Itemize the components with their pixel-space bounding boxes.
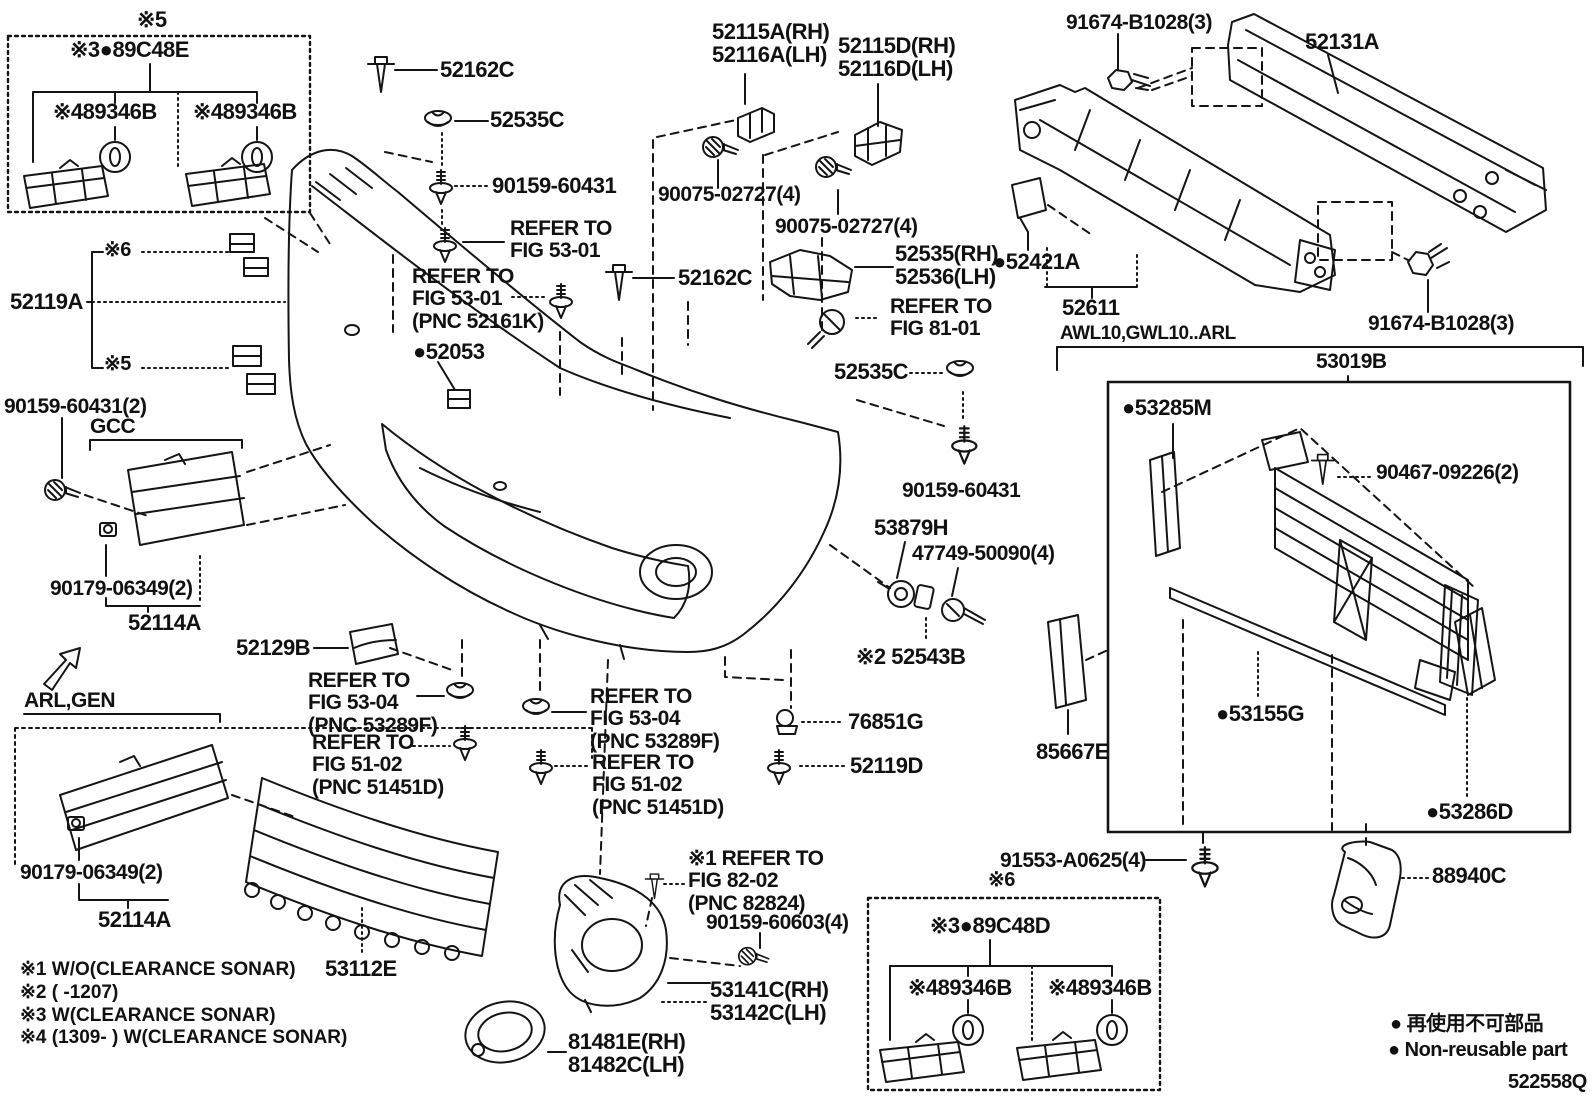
refer-fig-53-01-pnc: REFER TO FIG 53-01 (PNC 52161K) [412, 265, 544, 333]
lower-clip-chain [724, 649, 845, 785]
part-label-90159-60603: 90159-60603(4) [706, 911, 849, 934]
part-label-53286d: ●53286D [1426, 799, 1513, 824]
part-label-89346b-tr: ※489346B [193, 99, 297, 124]
part-label-52162c-top: 52162C [440, 57, 515, 82]
part-label-52421a: ●52421A [993, 249, 1080, 274]
part-label-52535c-top: 52535C [490, 107, 565, 132]
part-label-90075-a: 90075-02727(4) [658, 183, 801, 206]
part-label-52115d: 52115D(RH) 52116D(LH) [838, 33, 956, 82]
part-label-85667e: 85667E [1036, 739, 1109, 764]
radiator-shutter-drawing [1149, 423, 1496, 831]
bumper-cover-drawing [287, 148, 842, 660]
license-bracket-gcc [44, 417, 346, 613]
part-label-89346b-br: ※489346B [1048, 975, 1152, 1000]
guard-52129b [313, 623, 453, 671]
part-label-53141c: 53141C(RH) 53142C(LH) [710, 977, 829, 1026]
part-label-53155g: ●53155G [1216, 701, 1305, 726]
refer-fig-51-02-left: REFER TO FIG 51-02 (PNC 51451D) [312, 731, 444, 799]
part-label-90075-b: 90075-02727(4) [775, 215, 918, 238]
part-label-81481e: 81481E(RH) 81482C(LH) [568, 1029, 686, 1078]
sensor-kit-box-bottom [866, 896, 1162, 1092]
part-label-52543b: ※2 52543B [856, 644, 966, 669]
part-label-53879h: 53879H [874, 515, 949, 540]
part-label-90179-bottom: 90179-06349(2) [20, 861, 163, 884]
part-label-90467: 90467-09226(2) [1376, 461, 1519, 484]
region-gcc: GCC [90, 415, 136, 438]
part-label-53019b: 53019B [1316, 350, 1387, 373]
part-label-52535c-mid: 52535C [834, 359, 909, 384]
refer-fig-53-04-right: REFER TO FIG 53-04 (PNC 53289F) [590, 685, 720, 753]
license-bracket-arl [14, 647, 593, 909]
reinforcement-52131a [1137, 13, 1547, 233]
region-arl-gen: ARL,GEN [24, 689, 116, 712]
lower-mount-fasteners [1145, 823, 1429, 939]
top-fastener-chain [367, 56, 573, 333]
radiator-shutter-box [1106, 380, 1572, 834]
legend-non-reusable-en: ● Non-reusable part [1388, 1039, 1568, 1061]
part-label-89c48e: ※3●89C48E [70, 37, 189, 62]
flag-top-box: ※5 [137, 7, 167, 32]
upper-supports [656, 73, 903, 331]
part-label-52129b: 52129B [236, 635, 311, 660]
flag-6-bottom: ※6 [988, 869, 1015, 891]
refer-fig-82-02: ※1 REFER TO FIG 82-02 (PNC 82824) [688, 847, 824, 915]
flag-5-left: ※5 [104, 353, 131, 375]
part-label-52053: ●52053 [413, 339, 485, 364]
part-label-52611: 52611 [1062, 295, 1120, 320]
pad-52053 [437, 361, 471, 409]
part-label-52114a-bottom: 52114A [98, 907, 171, 932]
part-label-52119d: 52119D [850, 753, 923, 778]
part-label-91674-top: 91674-B1028(3) [1066, 11, 1212, 34]
part-label-52131a: 52131A [1305, 29, 1380, 54]
side-support-52535 [769, 177, 1093, 349]
energy-absorber-52611 [1014, 84, 1336, 299]
misc-dashes [309, 212, 331, 245]
footnote-4: ※4 (1309- ) W(CLEARANCE SONAR) [20, 1027, 348, 1048]
legend-non-reusable-ja: ● 再使用不可部品 [1390, 1013, 1544, 1035]
part-label-52119a: 52119A [10, 289, 83, 314]
sensor-kit-box-top [6, 34, 312, 214]
part-label-91674-right: 91674-B1028(3) [1368, 312, 1514, 335]
part-label-76851g: 76851G [848, 709, 924, 734]
refer-fig-81-01: REFER TO FIG 81-01 [890, 295, 992, 341]
grille-drawing [244, 777, 499, 961]
bumper-side-clip-links [86, 217, 319, 395]
part-label-90159-60431-left: 90159-60431(2) [4, 395, 147, 418]
deflector-85667e [1047, 614, 1109, 735]
clearance-sonar-parts [829, 360, 986, 643]
sensor-kit-top-tree [23, 63, 273, 209]
part-label-52114a-top: 52114A [128, 610, 201, 635]
shutter-assy-bracket [1056, 346, 1584, 383]
fog-lamp-parts [464, 659, 770, 1064]
lower-refer-clips [412, 639, 589, 785]
mid-clip-chain [559, 139, 689, 411]
footnote-3: ※3 W(CLEARANCE SONAR) [20, 1005, 276, 1026]
sensor-kit-bottom-tree [879, 939, 1128, 1083]
footnote-1: ※1 W/O(CLEARANCE SONAR) [20, 959, 296, 980]
refer-fig-53-01: REFER TO FIG 53-01 [510, 217, 612, 263]
part-label-89346b-bl: ※489346B [908, 975, 1012, 1000]
part-label-89c48d: ※3●89C48D [930, 913, 1051, 938]
part-label-53285m: ●53285M [1122, 395, 1212, 420]
part-label-88940c: 88940C [1432, 863, 1507, 888]
part-label-53112e: 53112E [325, 956, 397, 981]
part-label-89346b-tl: ※489346B [53, 99, 157, 124]
footnote-2: ※2 ( -1207) [20, 982, 119, 1003]
part-label-52162c-mid: 52162C [678, 265, 753, 290]
figure-code: 522558Q [1508, 1071, 1587, 1093]
part-label-47749: 47749-50090(4) [912, 542, 1055, 565]
part-label-91553: 91553-A0625(4) [1000, 849, 1146, 872]
part-label-52115a: 52115A(RH) 52116A(LH) [712, 19, 830, 68]
part-label-52535-rh-lh: 52535(RH) 52536(LH) [895, 241, 999, 290]
flag-6-left: ※6 [104, 239, 131, 261]
bolt-91674-right [1317, 201, 1450, 313]
part-label-90159-60431-mid: 90159-60431 [902, 479, 1021, 502]
refer-fig-53-04-left: REFER TO FIG 53-04 (PNC 53289F) [308, 669, 438, 737]
part-label-90179-top: 90179-06349(2) [50, 577, 193, 600]
refer-fig-51-02-right: REFER TO FIG 51-02 (PNC 51451D) [592, 751, 724, 819]
model-code-awl10: AWL10,GWL10..ARL [1060, 323, 1236, 344]
part-label-90159-60431-top: 90159-60431 [492, 173, 617, 198]
bolt-91674-top [1107, 33, 1193, 91]
